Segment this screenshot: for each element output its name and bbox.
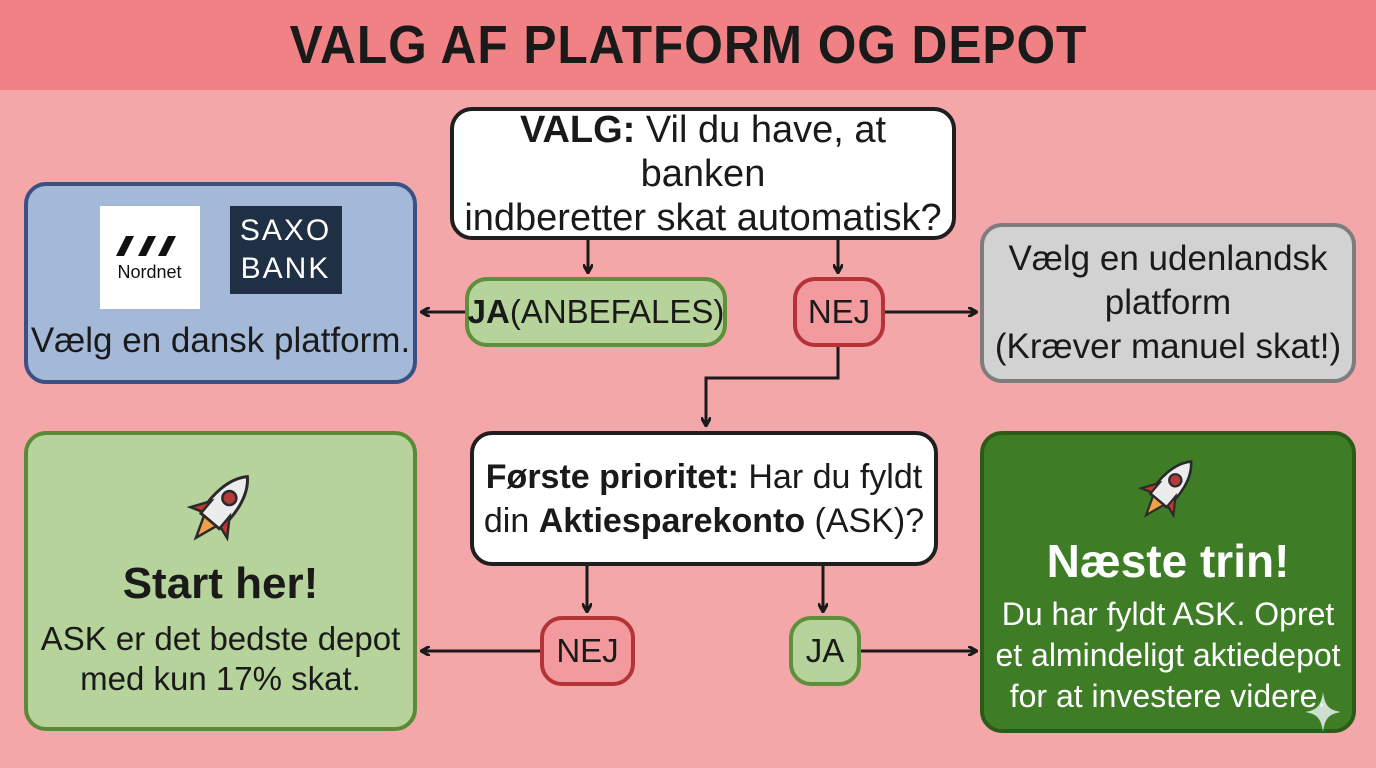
start-line2: med kun 17% skat. — [80, 660, 361, 697]
page-title: VALG AF PLATFORM OG DEPOT — [289, 15, 1087, 75]
question-auto-tax: VALG: Vil du have, at banken indberetter… — [450, 107, 956, 240]
rocket-icon — [1137, 459, 1193, 519]
nordnet-logo: Nordnet — [99, 205, 200, 309]
danish-platform-box: Nordnet SAXO BANK Vælg en dansk platform… — [24, 182, 417, 384]
next-step-box: Næste trin! Du har fyldt ASK. Opret et a… — [980, 431, 1356, 733]
arrow-to-question2 — [706, 347, 840, 425]
next-line2: et almindeligt aktiedepot — [995, 636, 1341, 673]
answer-no-1: NEJ — [793, 277, 885, 347]
answer-yes-2: JA — [789, 616, 861, 686]
question1-text: Vil du have, at banken — [635, 108, 887, 195]
start-here-box: Start her! ASK er det bedste depot med k… — [24, 431, 417, 731]
start-heading: Start her! — [122, 559, 319, 608]
answer-no-2: NEJ — [540, 616, 635, 686]
question2-rest1: Har du fyldt — [738, 457, 923, 496]
question1-line2: indberetter skat automatisk? — [464, 196, 942, 239]
foreign-line1: Vælg en udenlandsk — [1008, 239, 1328, 278]
question2-bold1: Første prioritet: — [485, 457, 739, 496]
answer-yes-recommended: JA (ANBEFALES) — [465, 277, 727, 347]
saxo-bank-logo: SAXO BANK — [229, 205, 342, 294]
question1-bold: VALG: — [519, 108, 636, 151]
danish-platform-text: Vælg en dansk platform. — [30, 320, 411, 360]
nordnet-logo-text: Nordnet — [117, 261, 182, 282]
question2-bold2: Aktiesparekonto — [538, 501, 806, 540]
saxo-logo-line2: BANK — [240, 251, 331, 285]
next-heading: Næste trin! — [1046, 534, 1290, 587]
answer-yes-bold: JA — [467, 293, 510, 330]
start-line1: ASK er det bedste depot — [40, 620, 401, 657]
foreign-line2: platform — [1104, 283, 1232, 322]
question2-pre2: din — [483, 501, 539, 540]
foreign-platform-box: Vælg en udenlandsk platform (Kræver manu… — [980, 223, 1356, 383]
sparkle-icon — [1305, 692, 1341, 732]
answer-yes-note: (ANBEFALES) — [509, 293, 725, 330]
header-bar: VALG AF PLATFORM OG DEPOT — [0, 0, 1376, 90]
foreign-line3: (Kræver manuel skat!) — [994, 327, 1342, 366]
question2-rest2: (ASK)? — [805, 501, 925, 540]
next-line1: Du har fyldt ASK. Opret — [1001, 595, 1335, 632]
rocket-icon — [186, 474, 249, 542]
question-ask-filled: Første prioritet: Har du fyldt din Aktie… — [470, 431, 938, 566]
saxo-logo-line1: SAXO — [239, 213, 332, 247]
next-line3: for at investere videre. — [1009, 677, 1327, 714]
